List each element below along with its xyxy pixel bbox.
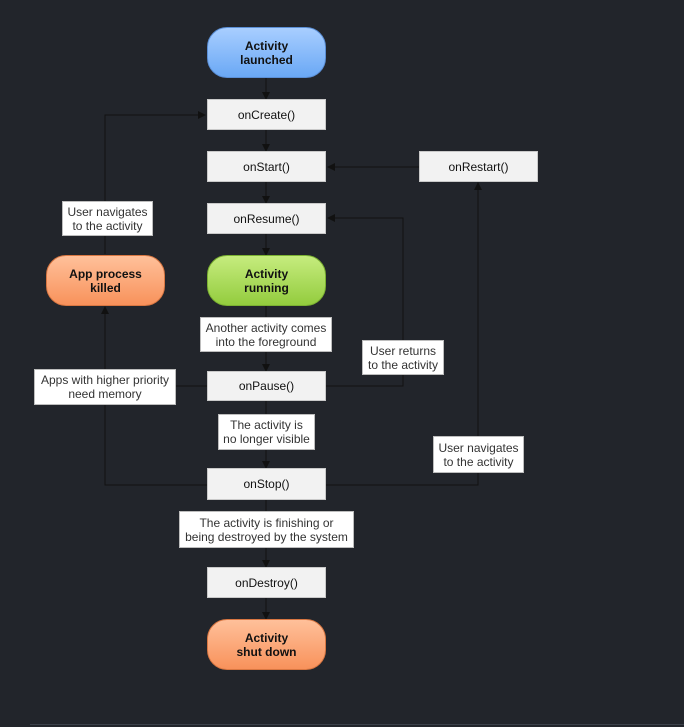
on-destroy-callback: onDestroy() <box>207 567 326 598</box>
on-stop-callback: onStop() <box>207 468 326 500</box>
arrow-stop-to-restart <box>326 182 482 486</box>
app-process-killed-state: App process killed <box>46 255 165 306</box>
label-user-navigates-right: User navigates to the activity <box>433 436 524 473</box>
on-resume-callback: onResume() <box>207 203 326 234</box>
on-pause-callback: onPause() <box>207 371 326 401</box>
label-finishing-or-destroyed: The activity is finishing or being destr… <box>179 511 354 548</box>
on-start-callback: onStart() <box>207 151 326 182</box>
label-higher-priority-memory: Apps with higher priority need memory <box>34 369 176 405</box>
on-restart-callback: onRestart() <box>419 151 538 182</box>
label-another-activity-foreground: Another activity comes into the foregrou… <box>200 317 332 352</box>
activity-launched-state: Activity launched <box>207 27 326 78</box>
bottom-divider <box>30 724 684 725</box>
arrow-pause-to-resume <box>326 214 404 387</box>
label-user-navigates-left: User navigates to the activity <box>62 201 153 236</box>
arrow-stop-pause-to-killed <box>101 306 207 486</box>
label-user-returns: User returns to the activity <box>362 340 444 375</box>
label-no-longer-visible: The activity is no longer visible <box>218 414 315 450</box>
activity-running-state: Activity running <box>207 255 326 306</box>
activity-shut-down-state: Activity shut down <box>207 619 326 670</box>
on-create-callback: onCreate() <box>207 99 326 130</box>
